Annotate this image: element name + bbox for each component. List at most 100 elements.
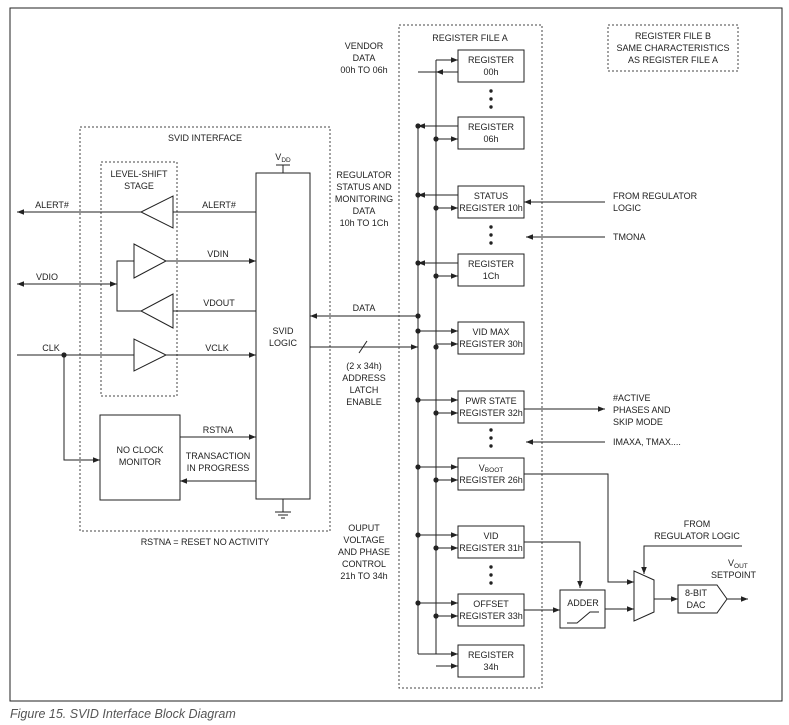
register-file-b-line3: AS REGISTER FILE A <box>628 55 718 65</box>
vid-max-register-line2: REGISTER 30h <box>459 339 523 349</box>
vid-max-register-line1: VID MAX <box>472 327 509 337</box>
data-bus-label: DATA <box>353 303 376 313</box>
svid-logic-label-line1: SVID <box>272 326 294 336</box>
offset-register-line2: REGISTER 33h <box>459 611 523 621</box>
register-34h-line2: 34h <box>483 662 498 672</box>
vid-to-adder-line <box>524 541 583 588</box>
from-regulator-logic-line2: LOGIC <box>613 203 642 213</box>
register-06h <box>457 116 525 150</box>
register-file-b-box <box>607 24 739 72</box>
adder-block <box>559 589 606 629</box>
no-clock-monitor-block <box>99 414 181 501</box>
vendor-label-line1: VENDOR <box>345 41 384 51</box>
register-file-a-boundary <box>398 24 543 689</box>
svid-interface-title: SVID INTERFACE <box>168 133 242 143</box>
address-label-line2: ADDRESS <box>342 373 386 383</box>
address-label-line3: LATCH <box>350 385 379 395</box>
svid-interface-boundary <box>79 126 331 532</box>
register-1ch <box>457 253 525 287</box>
offset-register-33h <box>457 593 525 627</box>
offset-register-line1: OFFSET <box>473 599 509 609</box>
svid-logic-label-line2: LOGIC <box>269 338 298 348</box>
vdin-label: VDIN <box>207 249 229 259</box>
status-register-line1: STATUS <box>474 191 508 201</box>
vdout-label: VDOUT <box>203 298 235 308</box>
vid-max-register-30h <box>457 321 525 355</box>
alert-internal-label: ALERT# <box>202 200 236 210</box>
register-00h-line1: REGISTER <box>468 55 515 65</box>
level-shift-title-line2: STAGE <box>124 181 154 191</box>
output-label-line2: VOLTAGE <box>343 535 384 545</box>
regulator-label-line2: STATUS AND <box>336 182 392 192</box>
pwr-state-register-line2: REGISTER 32h <box>459 408 523 418</box>
active-phases-line3: SKIP MODE <box>613 417 663 427</box>
alert-buffer-triangle <box>139 195 174 229</box>
vout-label: VOUT <box>728 558 748 570</box>
figure-border <box>9 7 783 702</box>
output-label-line1: OUPUT <box>348 523 380 533</box>
register-06h-line1: REGISTER <box>468 122 515 132</box>
output-mux <box>633 570 655 622</box>
register-1ch-line1: REGISTER <box>468 259 515 269</box>
output-label-line5: 21h TO 34h <box>340 571 387 581</box>
vboot-register-line1: VBOOT <box>479 463 503 474</box>
register-file-b-line2: SAME CHARACTERISTICS <box>616 43 729 53</box>
bus-junction-dots <box>415 123 439 619</box>
vendor-label-line3: 00h TO 06h <box>340 65 387 75</box>
vclk-label: VCLK <box>205 343 229 353</box>
address-label-line1: (2 x 34h) <box>346 361 382 371</box>
output-label-line4: CONTROL <box>342 559 386 569</box>
svid-logic-block <box>255 172 311 500</box>
vdio-node-wiring <box>116 260 141 312</box>
register-bus-taps <box>418 57 458 669</box>
status-register-line2: REGISTER 10h <box>459 203 523 213</box>
clk-buffer-triangle <box>133 338 168 372</box>
no-clock-monitor-label-line1: NO CLOCK <box>116 445 163 455</box>
setpoint-label: SETPOINT <box>711 570 757 580</box>
vdio-pin-label: VDIO <box>36 272 58 282</box>
register-34h <box>457 644 525 678</box>
ellipsis-dots-status <box>489 225 493 245</box>
register-34h-line1: REGISTER <box>468 650 515 660</box>
vid-register-line2: REGISTER 31h <box>459 543 523 553</box>
address-label-line4: ENABLE <box>346 397 382 407</box>
vdout-buffer-triangle <box>139 293 174 329</box>
transaction-label-line1: TRANSACTION <box>186 451 251 461</box>
clk-pin-label: CLK <box>42 343 60 353</box>
rstna-footnote: RSTNA = RESET NO ACTIVITY <box>141 537 270 547</box>
vboot-register-26h <box>457 457 525 491</box>
vdd-label: VDD <box>275 152 291 164</box>
register-1ch-line2: 1Ch <box>483 271 500 281</box>
register-00h <box>457 49 525 83</box>
pwr-state-register-32h <box>457 390 525 424</box>
from-regulator-logic-2-line2: REGULATOR LOGIC <box>654 531 740 541</box>
vid-register-31h <box>457 525 525 559</box>
mux-select-line <box>641 545 742 574</box>
dac-block <box>677 584 728 614</box>
clk-to-monitor-line <box>63 355 100 463</box>
register-06h-line2: 06h <box>483 134 498 144</box>
pwr-state-register-line1: PWR STATE <box>465 396 516 406</box>
active-phases-line2: PHASES AND <box>613 405 671 415</box>
alert-pin-label: ALERT# <box>35 200 69 210</box>
level-shift-title-line1: LEVEL-SHIFT <box>110 169 168 179</box>
ellipsis-dots-vendor <box>489 89 493 109</box>
no-clock-monitor-label-line2: MONITOR <box>119 457 162 467</box>
level-shift-stage-boundary <box>100 161 178 397</box>
tmona-label: TMONA <box>613 232 646 242</box>
vboot-register-line2: REGISTER 26h <box>459 475 523 485</box>
regulator-label-line5: 10h TO 1Ch <box>340 218 389 228</box>
dac-label-line2: DAC <box>686 600 706 610</box>
vdin-buffer-triangle <box>133 243 168 279</box>
register-file-a-title: REGISTER FILE A <box>432 33 508 43</box>
address-bus-slash <box>358 340 368 354</box>
active-phases-line1: #ACTIVE <box>613 393 651 403</box>
register-file-b-line1: REGISTER FILE B <box>635 31 711 41</box>
vid-register-line1: VID <box>483 531 499 541</box>
vendor-label-line2: DATA <box>353 53 376 63</box>
from-regulator-logic-line1: FROM REGULATOR <box>613 191 698 201</box>
vboot-to-mux-line <box>524 473 634 585</box>
rstna-label: RSTNA <box>203 425 234 435</box>
regulator-label-line4: DATA <box>353 206 376 216</box>
